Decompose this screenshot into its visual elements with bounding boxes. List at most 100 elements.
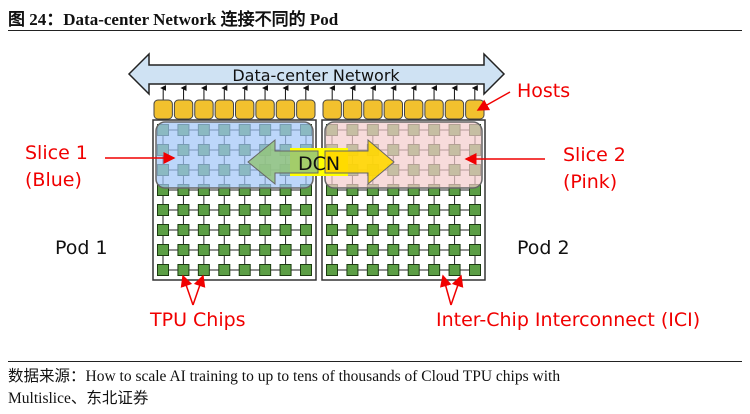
tpu-chip [366,244,379,256]
tpu-chip [259,244,272,256]
tpu-chip [428,204,441,216]
tpu-chip [157,264,169,276]
hosts-label: Hosts [517,80,570,102]
dcn-pod-diagram: Data-center Network DCN Hosts Slice 1 (B… [25,52,700,331]
tpu-chip [259,264,272,276]
tpu-chip [366,224,379,236]
figure-title: 图 24：Data-center Network 连接不同的 Pod [8,10,339,29]
tpu-chip [279,204,292,216]
tpu-chip [387,204,400,216]
host-box [275,99,296,120]
host-box [444,99,465,120]
host-box [363,99,383,120]
tpu-chip [218,244,231,256]
hosts-pointer [476,91,511,111]
tpu-chip [469,244,481,256]
host-box [153,99,173,120]
dcn-label: DCN [298,153,340,175]
slice1-label-line2: (Blue) [25,169,82,191]
figure-source: 数据来源：How to scale AI training to up to t… [8,366,742,410]
tpu-pointer-2 [192,274,206,306]
tpu-chip [326,224,338,236]
tpu-chips-label: TPU Chips [149,309,246,331]
tpu-chip [238,264,251,276]
tpu-chip [469,264,481,276]
tpu-chip [366,204,379,216]
tpu-chip [157,204,169,216]
tpu-chip [259,224,272,236]
source-line-2: Multislice、东北证券 [8,390,149,407]
network-arrow [127,52,506,96]
tpu-chip [238,204,251,216]
tpu-chip [469,204,481,216]
slice1-label-line1: Slice 1 [25,142,88,164]
source-line-1: 数据来源：How to scale AI training to up to t… [8,368,561,385]
host-box [235,99,255,120]
tpu-chip [197,244,210,256]
ici-pointer-2 [450,274,464,306]
tpu-chip [428,244,441,256]
tpu-chip [300,264,312,276]
tpu-chip [300,204,312,216]
tpu-chip [326,264,338,276]
host-box [383,99,403,120]
tpu-chip [407,244,420,256]
tpu-chip [279,244,292,256]
tpu-chip [279,264,292,276]
slice2-label-line1: Slice 2 [563,144,626,166]
tpu-chip [346,204,359,216]
tpu-chip [407,264,420,276]
tpu-chip [300,224,312,236]
host-box [342,99,363,120]
tpu-chip [387,224,400,236]
host-box [214,99,234,120]
host-box [424,99,444,120]
tpu-chip [197,264,210,276]
tpu-chip [177,244,190,256]
tpu-chip [448,244,461,256]
host-box [296,99,316,120]
tpu-pointer-1 [180,274,194,306]
ici-label: Inter-Chip Interconnect (ICI) [436,309,700,331]
dcn-left-arrow [247,138,319,186]
tpu-chip [218,204,231,216]
tpu-chip [469,224,481,236]
tpu-chip [346,244,359,256]
tpu-chip [448,204,461,216]
tpu-chip [448,224,461,236]
tpu-chip [448,264,461,276]
tpu-chip [300,244,312,256]
tpu-chip [326,244,338,256]
tpu-chip [218,224,231,236]
tpu-chip [157,224,169,236]
tpu-chip [346,224,359,236]
source-rule [8,361,742,362]
tpu-chip [177,224,190,236]
tpu-chip [259,204,272,216]
network-label: Data-center Network [232,66,400,85]
host-box [404,99,424,120]
tpu-chip [407,204,420,216]
tpu-chip [346,264,359,276]
dcn-right-arrow [324,138,395,186]
tpu-chip [428,224,441,236]
tpu-chip [197,204,210,216]
host-box [173,99,194,120]
tpu-chip [238,224,251,236]
title-rule [8,30,742,31]
tpu-chip [366,264,379,276]
ici-pointer-1 [440,274,452,306]
tpu-chip [238,244,251,256]
tpu-chip [387,264,400,276]
host-box [194,99,214,120]
tpu-chip [279,224,292,236]
tpu-chip [197,224,210,236]
pod1-label: Pod 1 [55,237,108,259]
host-box [465,99,485,120]
tpu-chip [177,204,190,216]
tpu-chip [407,224,420,236]
host-box [322,99,342,120]
tpu-chip [428,264,441,276]
tpu-chip [387,244,400,256]
tpu-chip [326,204,338,216]
